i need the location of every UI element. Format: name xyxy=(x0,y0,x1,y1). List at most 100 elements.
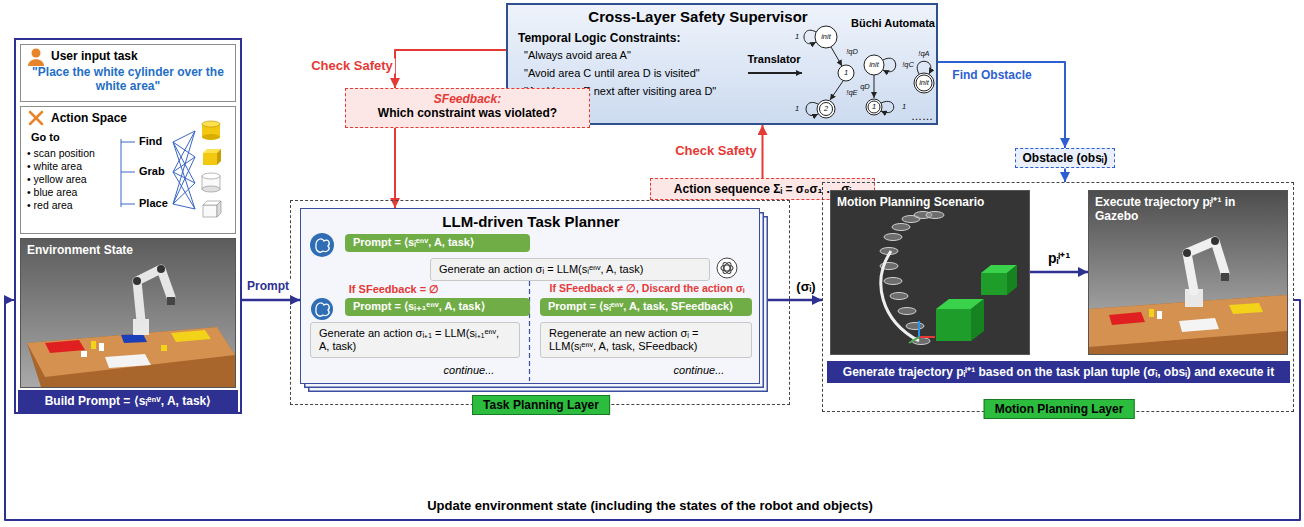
circle-shape xyxy=(838,65,854,81)
path-shape xyxy=(874,75,875,98)
path-shape xyxy=(316,239,329,252)
path-shape xyxy=(316,303,329,316)
annotation-label: continue... xyxy=(444,364,495,376)
prompt-bubble: Prompt = ⟨sᵢᵉⁿᵛ, A, task⟩ xyxy=(345,234,530,252)
circle-shape xyxy=(1183,249,1191,257)
llm-output-box: Regenerate an new action σᵢ = LLM(sᵢᵉⁿᵛ,… xyxy=(540,322,752,358)
annotation-label: !qE xyxy=(846,89,857,97)
polygon-shape xyxy=(1109,312,1145,325)
rect-shape xyxy=(21,239,235,387)
prompt-bubble: Prompt = ⟨sᵢᵉⁿᵛ, A, task, SFeedback⟩ xyxy=(540,298,752,316)
line-shape xyxy=(173,157,195,204)
annotation-label: If SFeedback ≠ ∅, Discard the action σᵢ xyxy=(550,283,745,295)
annotation-label: init xyxy=(919,79,929,87)
polygon-shape xyxy=(936,309,971,341)
node-text: Task Planning Layer xyxy=(472,395,610,415)
polygon-shape xyxy=(45,340,85,353)
annotation-label: init xyxy=(869,61,879,69)
ellipse-shape xyxy=(721,261,732,274)
node-text: Place xyxy=(139,197,168,210)
connector xyxy=(395,50,506,88)
line-shape xyxy=(909,337,919,343)
line-shape xyxy=(121,142,135,143)
polygon-shape xyxy=(1229,303,1263,314)
node-text: LLM-driven Task Planner xyxy=(442,213,619,231)
layer-frame: Task Planning Layer LLM-driven Task Plan… xyxy=(290,200,790,405)
edge-label: Check Safety xyxy=(309,59,395,74)
circle-shape xyxy=(866,99,882,115)
circle-shape xyxy=(864,55,884,75)
rect-shape xyxy=(1149,309,1154,317)
rect-shape xyxy=(831,191,1029,354)
line-shape xyxy=(919,336,935,338)
circle-shape xyxy=(32,49,41,58)
layer-frame: Generate trajectory pᵢⁱ⁺¹ based on the t… xyxy=(822,182,1294,412)
polygon-shape xyxy=(1179,318,1219,332)
node-text: Regenerate an new action σᵢ = LLM(sᵢᵉⁿᵛ,… xyxy=(549,327,743,353)
annotation-label: !qA xyxy=(918,50,929,58)
polygon-shape xyxy=(27,327,235,377)
path-shape xyxy=(830,81,843,100)
prompt-bubble: Prompt = ⟨sᵢ₊₁ᵉⁿᵛ, A, task⟩ xyxy=(345,298,530,316)
node-text: Build Prompt = ⟨sᵢᵉⁿᵛ, A, task⟩ xyxy=(18,390,238,412)
ellipse-shape xyxy=(202,186,220,192)
node-text: Generate an action σᵢ₊₁ = LLM(sᵢ₊₁ᵉⁿᵛ, A… xyxy=(319,327,511,353)
line-shape xyxy=(121,204,135,205)
connector xyxy=(242,299,300,302)
annotation-label: continue... xyxy=(674,364,725,376)
polygon-shape xyxy=(1007,265,1017,295)
annotation-label: If SFeedback = ∅ xyxy=(349,283,439,295)
edge-label: Find Obstacle xyxy=(950,69,1033,83)
circle-shape xyxy=(914,73,934,93)
connector xyxy=(1064,168,1066,182)
g-shape xyxy=(30,112,42,124)
line-shape xyxy=(121,139,122,207)
node-text: "Place the white cylinder over the white… xyxy=(27,65,229,94)
input-panel: Build Prompt = ⟨sᵢᵉⁿᵛ, A, task⟩ User inp… xyxy=(14,38,242,414)
node-text: Obstacle (obsᵢ) xyxy=(1022,151,1108,165)
circle-shape xyxy=(817,100,835,118)
scene-image: Motion Planning Scenario xyxy=(830,190,1030,355)
connector xyxy=(762,125,764,178)
feedback-box: SFeedback:Which constraint was violated? xyxy=(345,88,590,128)
node-text: "Avoid area C until area D is visited" xyxy=(524,67,700,80)
ellipse-shape xyxy=(926,212,944,219)
annotation-label: 2 xyxy=(824,105,828,113)
node-text: • yellow area xyxy=(27,173,87,186)
line-shape xyxy=(173,131,195,204)
ellipse-shape xyxy=(890,293,908,300)
path-shape xyxy=(28,59,44,66)
polygon-shape xyxy=(121,334,147,343)
edge-label: Prompt xyxy=(245,280,291,294)
line-shape xyxy=(918,321,920,337)
planner-box: LLM-driven Task PlannerPrompt = ⟨sᵢᵉⁿᵛ, … xyxy=(300,208,760,384)
node-text: Grab xyxy=(139,165,165,178)
circle-shape xyxy=(157,265,165,273)
path-shape xyxy=(881,251,919,341)
node-text: Environment State xyxy=(27,243,133,257)
node-text: Translator xyxy=(747,53,800,66)
action-space-box: Action SpaceGo to• scan position• white … xyxy=(20,106,236,234)
node-text: Prompt = ⟨sᵢ₊₁ᵉⁿᵛ, A, task⟩ xyxy=(353,300,522,313)
gazebo-image: Execute trajectory pᵢⁱ⁺¹ in Gazebo xyxy=(1088,190,1288,355)
rect-shape xyxy=(1221,273,1229,281)
node-text: Prompt = ⟨sᵢᵉⁿᵛ, A, task⟩ xyxy=(353,236,522,249)
ellipse-shape xyxy=(202,173,220,179)
line-shape xyxy=(30,112,42,124)
annotation-label: 1 xyxy=(844,69,848,77)
circle-shape xyxy=(1211,237,1219,245)
line-shape xyxy=(529,281,530,381)
rect-shape xyxy=(161,345,167,351)
edge-label: Check Safety xyxy=(673,144,759,159)
line-shape xyxy=(173,183,195,204)
node-text: Which constraint was violated? xyxy=(352,106,583,120)
ellipse-shape xyxy=(884,278,902,285)
task-input-box: User input task"Place the white cylinder… xyxy=(20,44,236,102)
connector xyxy=(760,299,822,302)
circle-shape xyxy=(133,277,141,285)
edge-label: Update environment state (including the … xyxy=(425,499,875,514)
edge-label: (σᵢ) xyxy=(794,280,817,295)
rect-shape xyxy=(81,351,87,357)
annotation-label: init xyxy=(821,33,831,41)
